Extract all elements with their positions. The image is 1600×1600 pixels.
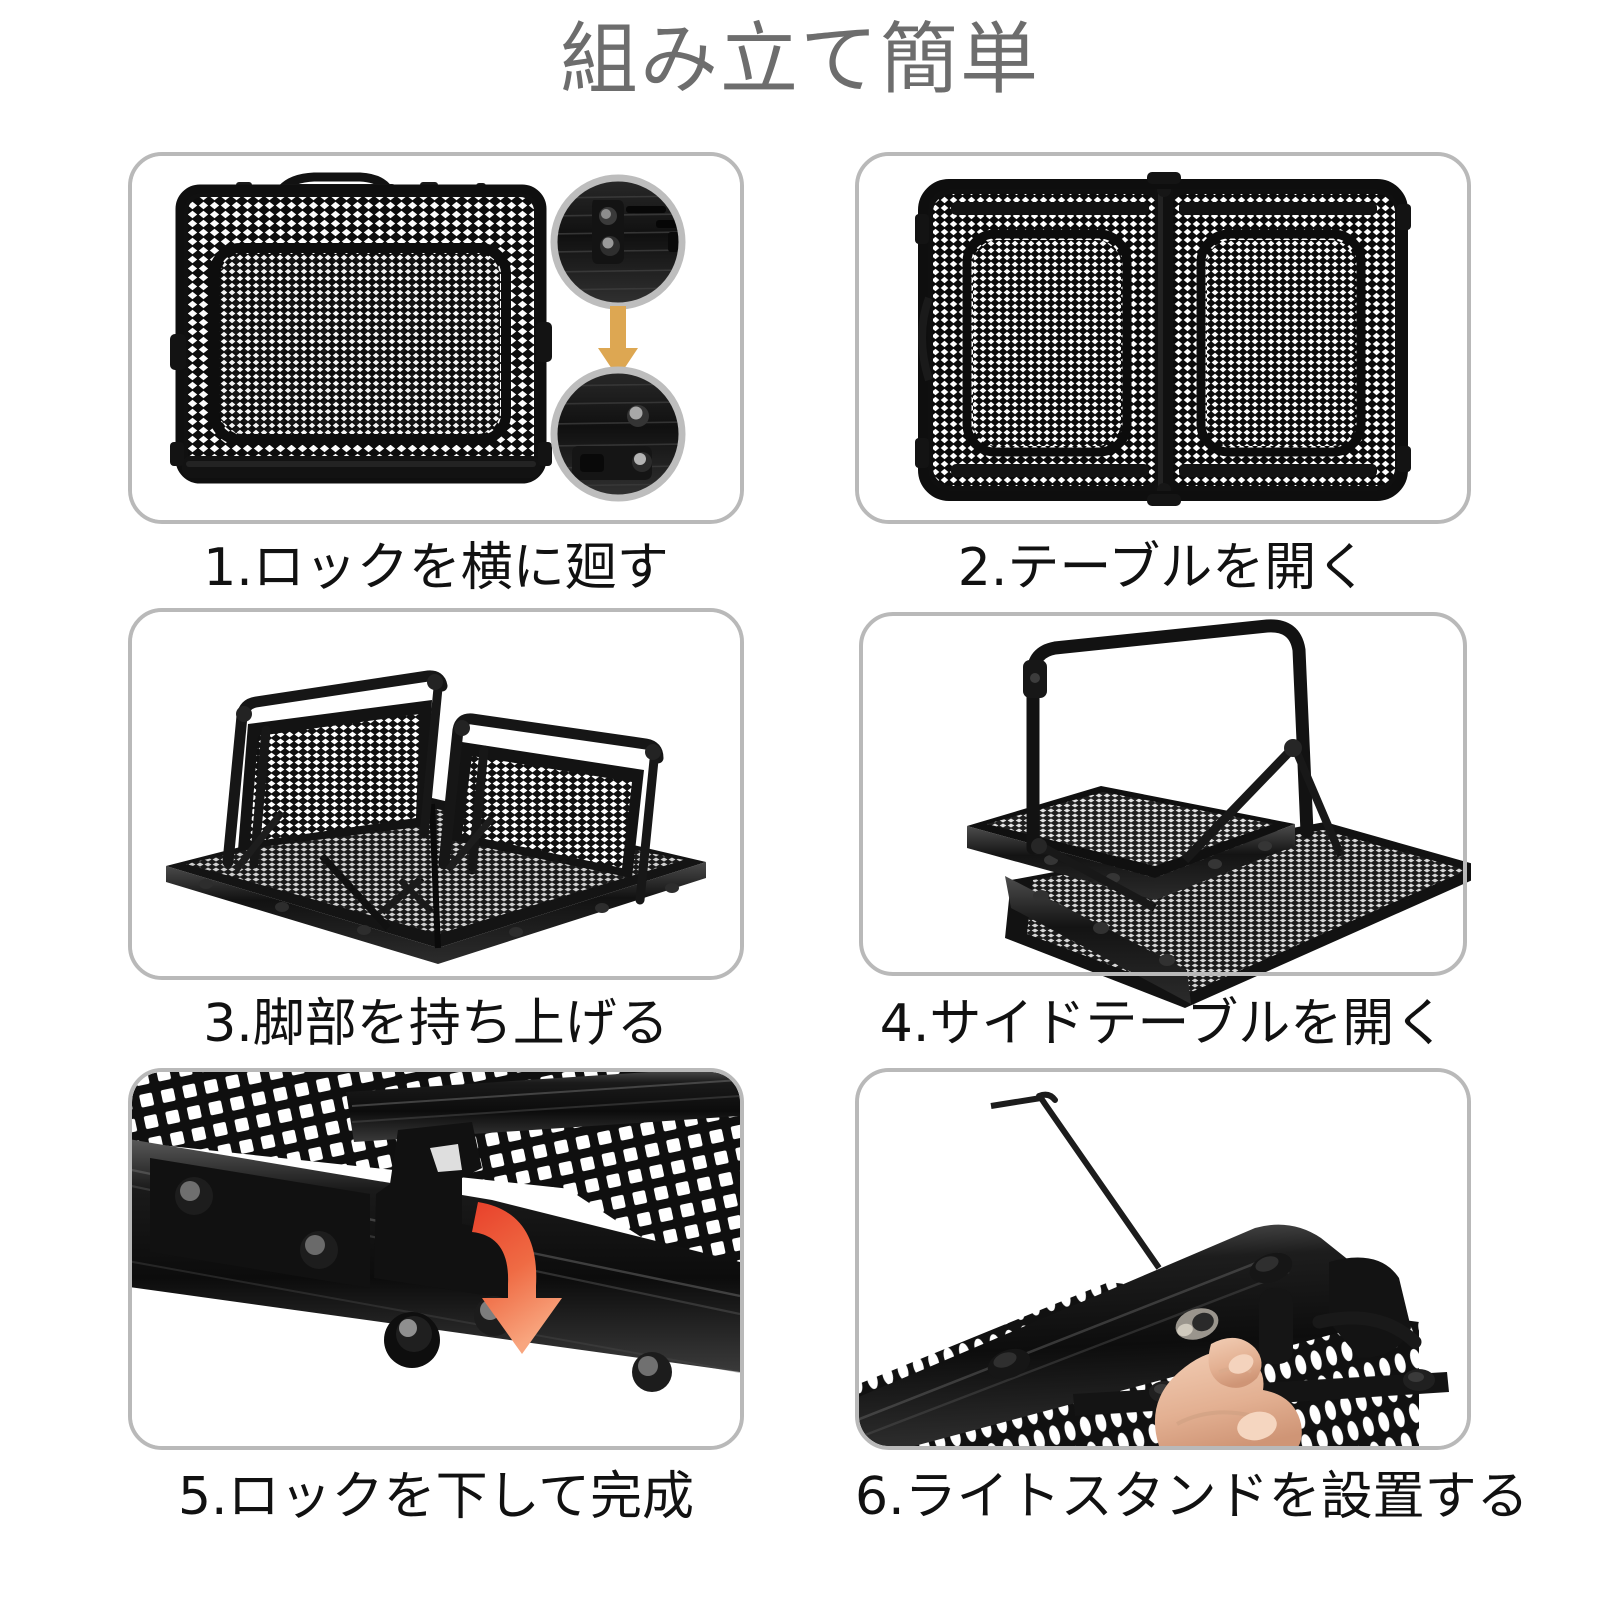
step-6-caption: 6.ライトスタンドを設置する [855, 1467, 1529, 1527]
lock-detail-inset-bottom [550, 366, 686, 502]
step-card-4: 4.サイドテーブルを開く [855, 608, 1471, 1058]
table-edge-rail [859, 1224, 1371, 1446]
step-5-photo [128, 1068, 744, 1450]
curved-down-arrow-icon [472, 1202, 562, 1354]
folded-case-body [170, 184, 552, 484]
step-2-photo [855, 152, 1471, 524]
folded-table-illustration [132, 156, 740, 520]
light-stand-rod [990, 1091, 1162, 1270]
leg-frame-loop [1023, 619, 1345, 912]
hand [1154, 1337, 1302, 1446]
lock-latch [374, 1122, 672, 1392]
side-table-open-illustration [855, 608, 1471, 1008]
step-5-caption: 5.ロックを下して完成 [177, 1467, 695, 1527]
step-4-caption: 4.サイドテーブルを開く [879, 994, 1447, 1054]
step-4-photo [855, 608, 1471, 1008]
table-opened-flat-illustration [859, 156, 1467, 520]
metal-clip [1175, 1308, 1219, 1340]
step-card-6: 6.ライトスタンドを設置する [855, 1068, 1529, 1528]
step-card-5: 5.ロックを下して完成 [128, 1068, 744, 1528]
step-1-photo [128, 152, 744, 524]
step-2-caption: 2.テーブルを開く [957, 538, 1369, 598]
down-arrow-tan-icon [598, 306, 638, 378]
step-3-caption: 3.脚部を持ち上げる [203, 994, 669, 1054]
page-title: 組み立て簡単 [559, 15, 1040, 105]
right-leg-panel [438, 713, 664, 905]
lock-detail-inset-top [550, 174, 686, 310]
corner-post [1259, 1257, 1422, 1364]
step-6-photo [855, 1068, 1471, 1450]
left-leg-panel [222, 670, 448, 873]
lock-latch-closeup-illustration [132, 1072, 740, 1446]
lock-backplate [150, 1158, 370, 1288]
step-card-3: 3.脚部を持ち上げる [128, 608, 744, 1058]
upper-rail [346, 1072, 740, 1142]
step-1-caption: 1.ロックを横に廻す [203, 538, 669, 598]
legs-lifted-illustration [132, 612, 740, 976]
light-stand-install-illustration [859, 1072, 1467, 1446]
steps-grid: 1.ロックを横に廻す [0, 140, 1600, 1600]
opened-table-body [915, 172, 1411, 506]
step-3-photo [128, 608, 744, 980]
step-card-2: 2.テーブルを開く [855, 152, 1471, 598]
step-card-1: 1.ロックを横に廻す [128, 152, 744, 598]
